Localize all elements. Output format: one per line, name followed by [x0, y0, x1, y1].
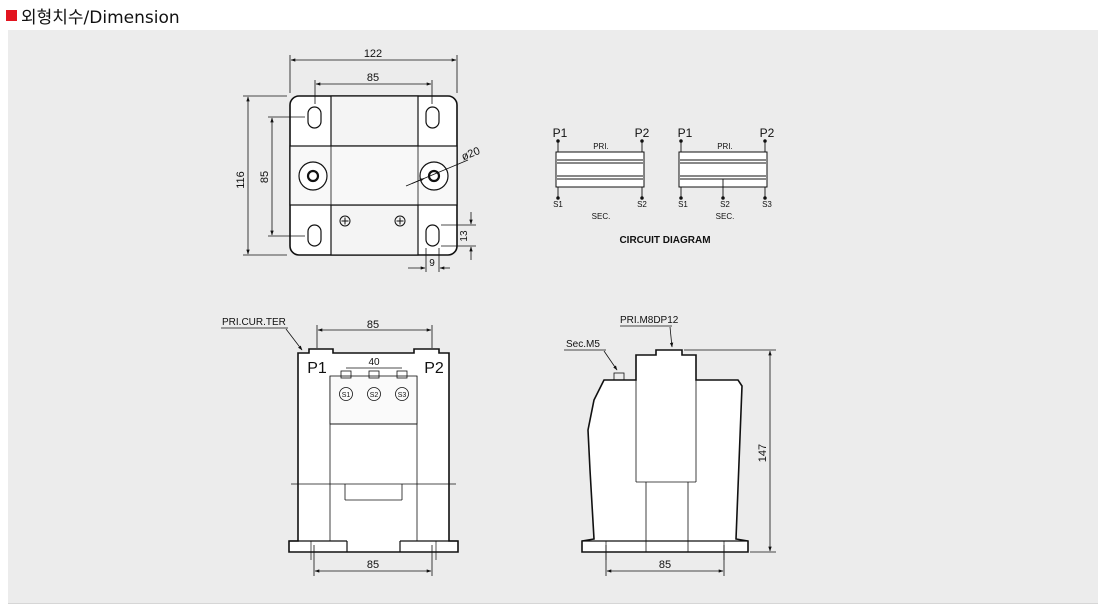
top-pitch-label: 85: [367, 72, 379, 84]
circuit-right-sec: SEC.: [716, 212, 735, 221]
front-s3-label: S3: [398, 392, 407, 399]
terminal-s3-icon: [395, 387, 409, 401]
side-pri-callout: PRI.M8DP12: [620, 315, 679, 326]
front-s1-label: S1: [342, 392, 351, 399]
circuit-left-pri: PRI.: [593, 142, 609, 151]
side-bottom-dim-label: 85: [659, 559, 671, 571]
terminal-left-inner: [306, 169, 320, 183]
top-width-label: 122: [364, 48, 382, 60]
terminal-s2-icon: [367, 387, 381, 401]
circuit-left-s1: S1: [553, 200, 563, 209]
side-view: [581, 349, 749, 560]
diameter-label: ø20: [460, 145, 482, 163]
nut-icon: [339, 215, 351, 227]
front-terminal-pitch-label: 40: [368, 357, 380, 368]
circuit-right-pri: PRI.: [717, 142, 733, 151]
side-sec-terminal: [613, 372, 625, 381]
side-view-dimensions: [564, 325, 776, 576]
top-view-lower-bar: [330, 204, 419, 256]
slot-bottom-right: [425, 224, 440, 247]
circuit-right-s3: S3: [762, 200, 772, 209]
terminal-right-outer: [419, 161, 449, 191]
front-view-dimensions: [221, 325, 433, 576]
side-height-label: 147: [757, 444, 769, 462]
side-sec-callout: Sec.M5: [566, 339, 600, 350]
circuit-right-p1: P1: [678, 126, 693, 140]
terminal-s1-icon: [339, 387, 353, 401]
front-view: [288, 348, 459, 560]
circuit-left-p2: P2: [635, 126, 650, 140]
circuit-left-s2: S2: [637, 200, 647, 209]
top-vertical-pitch-label: 85: [259, 171, 271, 183]
front-s2-label: S2: [370, 392, 379, 399]
slot-height-label: 13: [459, 230, 470, 242]
front-callout-label: PRI.CUR.TER: [222, 317, 286, 328]
front-bottom-dim-label: 85: [367, 559, 379, 571]
circuit-left-sec: SEC.: [592, 212, 611, 221]
circuit-right-s1: S1: [678, 200, 688, 209]
front-p2-label: P2: [424, 360, 444, 377]
top-view-upper-bar: [330, 95, 419, 147]
slot-top-left: [307, 106, 322, 129]
slot-top-right: [425, 106, 440, 129]
circuit-right: [678, 139, 768, 200]
title-bullet-icon: [6, 9, 17, 21]
nut-icon: [394, 215, 406, 227]
slot-width-label: 9: [429, 258, 435, 269]
circuit-caption: CIRCUIT DIAGRAM: [619, 235, 710, 246]
drawing-panel: [8, 30, 1098, 604]
circuit-left-p1: P1: [553, 126, 568, 140]
terminal-left-outer: [298, 161, 328, 191]
section-title: 외형치수/Dimension: [6, 3, 180, 28]
front-top-dim-label: 85: [367, 319, 379, 331]
slot-bottom-left: [307, 224, 322, 247]
top-height-label: 116: [235, 171, 247, 189]
circuit-left: [555, 139, 645, 200]
front-p1-label: P1: [307, 360, 327, 377]
side-view-body: [581, 349, 749, 553]
top-view-dimensions: [243, 55, 476, 272]
section-title-text: 외형치수/Dimension: [21, 7, 180, 28]
top-view: [289, 95, 458, 256]
circuit-right-s2: S2: [720, 200, 730, 209]
circuit-right-p2: P2: [760, 126, 775, 140]
